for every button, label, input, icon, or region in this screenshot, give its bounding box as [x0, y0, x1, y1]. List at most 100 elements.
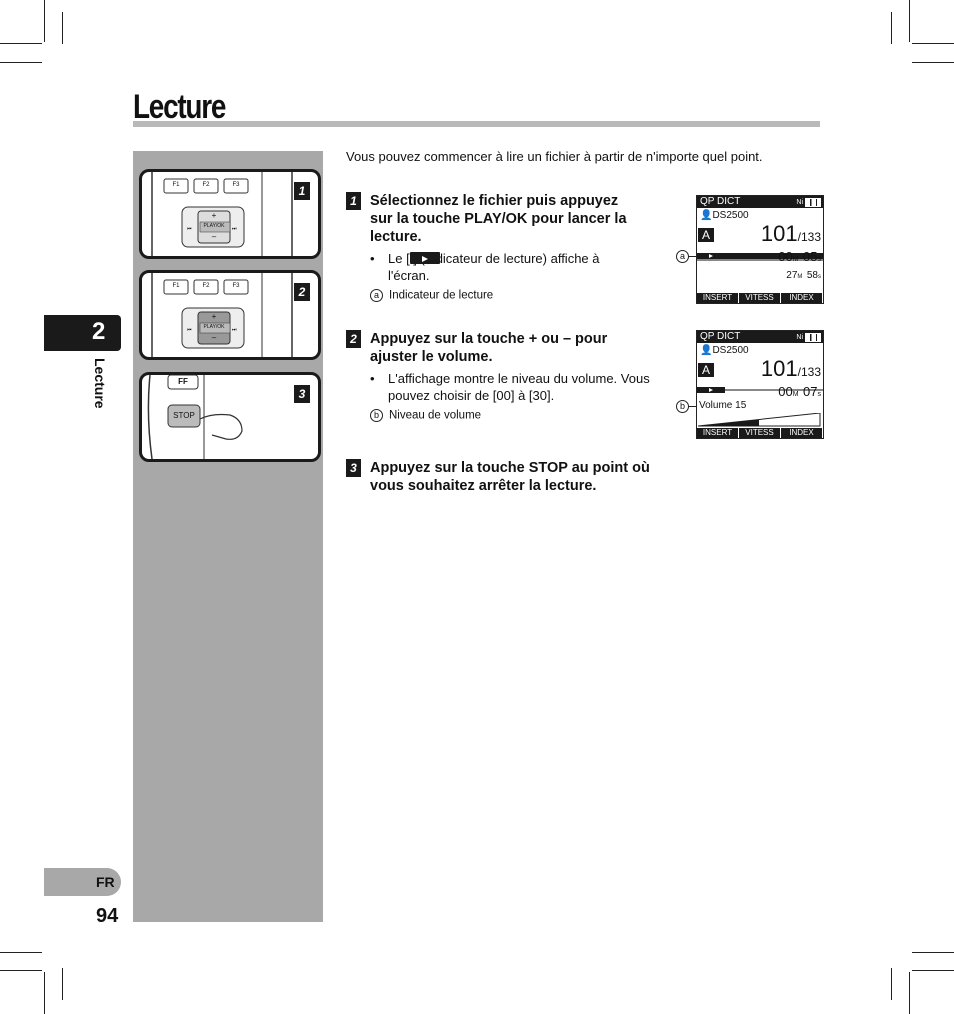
chapter-side-label: Lecture [86, 358, 112, 418]
lcd-author: 👤DS2500 [700, 210, 749, 221]
crop-mark [912, 43, 954, 44]
figure-column [133, 151, 323, 922]
softkey-vitess: VITESS [739, 293, 780, 303]
intro-text: Vous pouvez commencer à lire un fichier … [346, 149, 763, 164]
file-total: /133 [797, 230, 821, 244]
svg-text:⏭: ⏭ [232, 327, 237, 333]
play-ok-label: PLAY/OK [203, 223, 225, 229]
softkey-index: INDEX [781, 428, 822, 438]
softkey-index: INDEX [781, 293, 822, 303]
elapsed-time: 00M 07s [778, 383, 821, 401]
step-1-note: a Indicateur de lecture [370, 289, 493, 302]
softkey-insert: INSERT [697, 293, 738, 303]
volume-level-bar [698, 413, 821, 427]
note-text: Niveau de volume [389, 409, 482, 422]
step-1-heading: Sélectionnez le fichier puis appuyez sur… [370, 192, 627, 246]
crop-mark [62, 968, 63, 1000]
title-rule [133, 121, 820, 127]
lcd-header: QP DICT Ni [697, 331, 823, 343]
bullet-dot: • [370, 371, 375, 386]
step-badge: 1 [346, 192, 361, 210]
unit: s [817, 391, 822, 398]
file-number: 101 [760, 221, 798, 246]
step-badge: 3 [346, 459, 361, 477]
len-sec: 58 [806, 270, 818, 281]
volume-label: Volume 15 [699, 400, 747, 411]
recorder-buttons-illustration: ⏮ ⏭ [151, 273, 293, 357]
page-title: Lecture [133, 88, 226, 126]
svg-text:⏮: ⏮ [187, 226, 192, 232]
folder-letter: A [698, 228, 714, 242]
minus-label: – [211, 333, 217, 342]
crop-mark [912, 62, 954, 63]
ff-button: FF [178, 377, 188, 386]
crop-mark [0, 62, 42, 63]
f1-button: F1 [172, 182, 180, 188]
person-icon: 👤 [700, 210, 713, 221]
file-total: /133 [797, 365, 821, 379]
play-icon [709, 388, 713, 392]
stop-button-illustration [147, 375, 243, 459]
file-counter: 101/133 [761, 221, 821, 247]
f2-button: F2 [202, 283, 210, 289]
svg-text:⏭: ⏭ [232, 226, 237, 232]
crop-mark [0, 970, 42, 971]
crop-mark [62, 12, 63, 44]
figure-3: FF STOP 3 [139, 372, 321, 462]
time-min: 00 [778, 249, 793, 264]
marker-b: b [370, 409, 383, 422]
play-bar [697, 387, 725, 393]
step-line: lecture. [370, 229, 422, 245]
crop-mark [909, 0, 910, 42]
lcd-folder: QP DICT [700, 331, 741, 342]
f1-button: F1 [172, 283, 180, 289]
plus-label: + [211, 312, 217, 321]
softkey-insert: INSERT [697, 428, 738, 438]
page-number: 94 [96, 905, 119, 927]
person-icon: 👤 [700, 345, 713, 356]
step-2-bullet: • L'affichage montre le niveau du volume… [370, 370, 680, 406]
lcd-screen-playback: QP DICT Ni 👤DS2500 A 101/133 00M 05s 27M… [696, 195, 824, 304]
step-2-note: b Niveau de volume [370, 409, 481, 422]
crop-mark [44, 0, 45, 42]
file-counter: 101/133 [761, 356, 821, 382]
recorder-buttons-illustration: ⏮ ⏭ [151, 172, 293, 256]
chapter-tab [44, 315, 121, 351]
play-bar [697, 253, 823, 259]
battery-type: Ni [796, 199, 804, 206]
author-name: DS2500 [712, 345, 749, 356]
lcd1-pointer-line [688, 256, 698, 257]
unit: s [818, 274, 821, 280]
step-line: Sélectionnez le fichier puis appuyez [370, 193, 619, 209]
file-number: 101 [760, 356, 798, 381]
softkey-vitess: VITESS [739, 428, 780, 438]
lcd-softkeys: INSERT VITESS INDEX [697, 293, 823, 303]
minus-label: – [211, 232, 217, 241]
play-icon [709, 254, 713, 258]
crop-mark [0, 952, 42, 953]
language-tab [44, 868, 121, 896]
crop-mark [912, 952, 954, 953]
lcd-screen-volume: QP DICT Ni 👤DS2500 A 101/133 00M 07s Vol… [696, 330, 824, 439]
figure-number: 1 [294, 182, 310, 200]
marker-a: a [370, 289, 383, 302]
note-text: Indicateur de lecture [389, 289, 494, 302]
unit: M [792, 256, 799, 263]
bullet-line: l'écran. [388, 268, 430, 283]
elapsed-time: 00M 05s [778, 248, 821, 266]
chapter-label: Lecture [92, 358, 108, 409]
play-indicator-icon [410, 252, 440, 264]
figure-number: 2 [294, 283, 310, 301]
unit: s [817, 256, 822, 263]
bullet-text: L'affichage montre le niveau du volume. … [388, 370, 650, 404]
lcd2-pointer-line [688, 406, 698, 407]
step-line: vous souhaitez arrêter la lecture. [370, 478, 597, 494]
step-3-heading: Appuyez sur la touche STOP au point où v… [370, 459, 650, 495]
bullet-text: Le [ ] (Indicateur de lecture) affiche à… [388, 250, 600, 284]
plus-label: + [211, 211, 217, 220]
unit: M [792, 391, 799, 398]
crop-mark [909, 972, 910, 1014]
step-2-heading: Appuyez sur la touche + ou – pour ajuste… [370, 330, 607, 366]
lcd-folder: QP DICT [700, 196, 741, 207]
folder-letter: A [698, 363, 714, 377]
